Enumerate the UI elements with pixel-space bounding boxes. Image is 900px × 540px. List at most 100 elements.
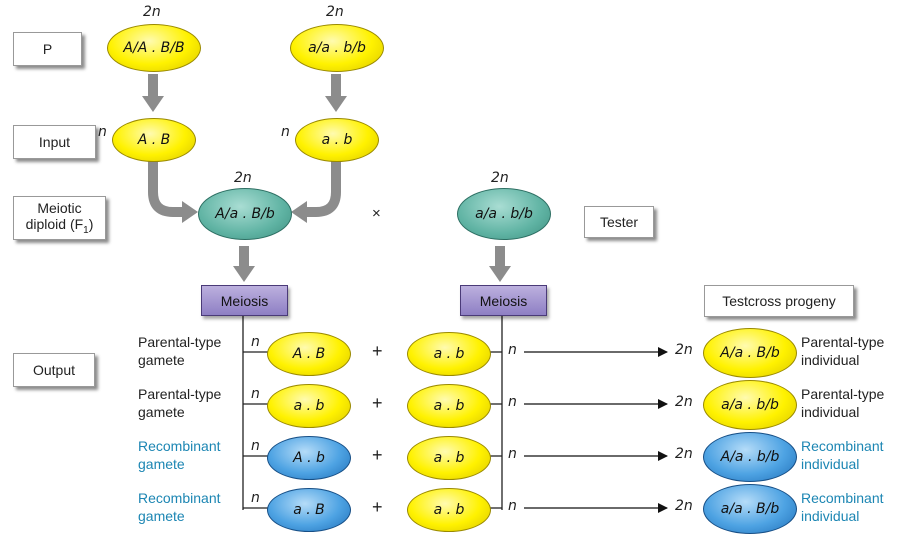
individual-type-1-line1: Parental-type: [801, 334, 885, 350]
individual-type-3-line2: individual: [801, 455, 860, 472]
tester-gamete-genotype-3: a . b: [433, 450, 465, 466]
meiotic-subscript: 1: [83, 224, 89, 236]
ploidy-n-tester-gamete-4: n: [508, 498, 517, 514]
meiotic-line2-text: diploid (F: [25, 215, 84, 232]
progeny-genotype-4: a/a . B/b: [720, 501, 780, 517]
ploidy-2n-f1: 2n: [234, 170, 252, 186]
gamete-genotype-3: A . b: [293, 450, 325, 466]
f1-genotype: A/a . B/b: [215, 206, 275, 222]
progeny-oval-4: a/a . B/b: [703, 484, 797, 534]
row-label-meiotic-line1: Meiotic: [37, 199, 82, 216]
ploidy-n-gamete-3: n: [251, 438, 260, 454]
ploidy-2n-progeny-3: 2n: [675, 446, 693, 462]
ploidy-2n-progeny-4: 2n: [675, 498, 693, 514]
plus-1: +: [372, 341, 383, 361]
meiosis-box-right: Meiosis: [460, 285, 547, 316]
plus-3: +: [372, 445, 383, 465]
arrow-f1-meiosis-shaft: [239, 246, 249, 268]
row-label-p: P: [13, 32, 82, 66]
input-right-genotype: a . b: [321, 132, 353, 148]
tester-gamete-genotype-1: a . b: [433, 346, 465, 362]
tester-gamete-oval-1: a . b: [407, 332, 491, 376]
tester-gamete-genotype-2: a . b: [433, 398, 465, 414]
gamete-oval-4: a . B: [267, 488, 351, 532]
ploidy-2n-progeny-1: 2n: [675, 342, 693, 358]
row-label-output: Output: [13, 353, 95, 387]
gamete-genotype-1: A . B: [292, 346, 326, 362]
gamete-type-1-line1: Parental-type: [138, 334, 222, 350]
arrow-input-left-curve: [148, 160, 183, 217]
tester-label: Tester: [599, 213, 639, 230]
tester-gamete-oval-3: a . b: [407, 436, 491, 480]
gamete-type-1-line2: gamete: [138, 351, 185, 368]
gamete-type-3-line2: gamete: [138, 455, 185, 472]
individual-type-4-line1: Recombinant: [801, 490, 884, 506]
gamete-genotype-2: a . b: [293, 398, 325, 414]
row-label-input-text: Input: [38, 133, 71, 150]
meiosis-left-label: Meiosis: [220, 292, 269, 309]
arrow-input-right-curve: [306, 160, 341, 217]
arrow-input-left-head: [182, 201, 198, 223]
gamete-oval-3: A . b: [267, 436, 351, 480]
ploidy-n-tester-gamete-2: n: [508, 394, 517, 410]
meiotic-close-paren: ): [88, 215, 94, 232]
ploidy-n-tester-gamete-3: n: [508, 446, 517, 462]
ploidy-n-gamete-4: n: [251, 490, 260, 506]
input-left-genotype: A . B: [137, 132, 171, 148]
ploidy-n-gamete-2: n: [251, 386, 260, 402]
gray-curved-heads: [182, 201, 307, 223]
row-label-output-text: Output: [32, 361, 76, 378]
progeny-oval-1: A/a . B/b: [703, 328, 797, 378]
tester-label-box: Tester: [584, 206, 654, 238]
parent-left-oval: A/A . B/B: [107, 24, 201, 72]
progeny-oval-3: A/a . b/b: [703, 432, 797, 482]
gamete-type-2-line2: gamete: [138, 403, 185, 420]
progeny-genotype-1: A/a . B/b: [720, 345, 780, 361]
testcross-progeny-label: Testcross progeny: [722, 292, 836, 309]
tester-oval: a/a . b/b: [457, 188, 551, 240]
arrow-p-right-shaft: [331, 74, 341, 98]
row-label-input: Input: [13, 125, 96, 159]
individual-type-1-line2: individual: [801, 351, 860, 368]
gamete-type-4-line2: gamete: [138, 507, 185, 524]
gamete-oval-2: a . b: [267, 384, 351, 428]
meiosis-box-left: Meiosis: [201, 285, 288, 316]
gamete-type-3-line1: Recombinant: [138, 438, 221, 454]
individual-type-3-line1: Recombinant: [801, 438, 884, 454]
gamete-type-2-line1: Parental-type: [138, 386, 222, 402]
meiosis-right-label: Meiosis: [479, 292, 528, 309]
input-left-oval: A . B: [112, 118, 196, 162]
ploidy-n-input-left: n: [98, 124, 107, 140]
tester-gamete-genotype-4: a . b: [433, 502, 465, 518]
cross-symbol: ×: [372, 205, 381, 222]
individual-type-2-line1: Parental-type: [801, 386, 885, 402]
ploidy-n-input-right: n: [281, 124, 290, 140]
tester-gamete-oval-2: a . b: [407, 384, 491, 428]
testcross-progeny-header: Testcross progeny: [704, 285, 854, 317]
gamete-type-4-line1: Recombinant: [138, 490, 221, 506]
arrow-tester-meiosis-head: [489, 266, 511, 282]
individual-type-2-line2: individual: [801, 403, 860, 420]
ploidy-n-tester-gamete-1: n: [508, 342, 517, 358]
ploidy-n-gamete-1: n: [251, 334, 260, 350]
tester-gamete-oval-4: a . b: [407, 488, 491, 532]
plus-4: +: [372, 497, 383, 517]
ploidy-2n-tester: 2n: [491, 170, 509, 186]
left-gamete-bracket: [242, 316, 268, 510]
gamete-genotype-4: a . B: [293, 502, 325, 518]
f1-oval: A/a . B/b: [198, 188, 292, 240]
arrow-tester-meiosis-shaft: [495, 246, 505, 268]
gray-arrows: [142, 74, 511, 282]
progeny-genotype-3: A/a . b/b: [720, 449, 780, 465]
arrow-f1-meiosis-head: [233, 266, 255, 282]
parent-left-genotype: A/A . B/B: [123, 40, 185, 56]
